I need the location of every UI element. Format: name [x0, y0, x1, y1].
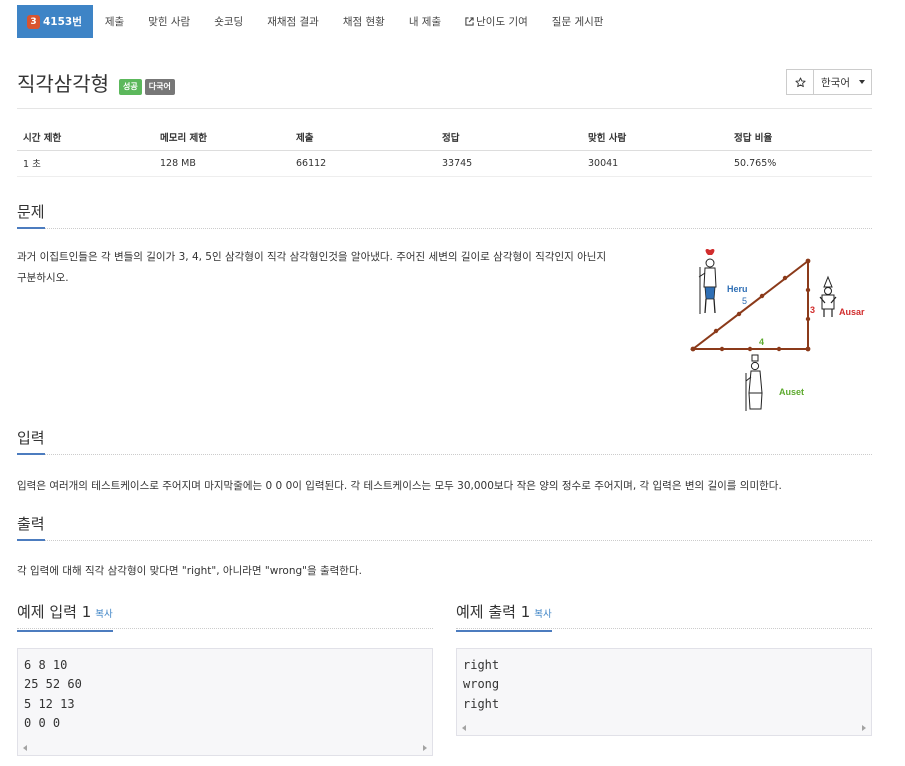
scroll-left-icon[interactable]	[23, 745, 27, 751]
nav-rejudge-results[interactable]: 재채점 결과	[267, 16, 319, 28]
sample-output-scrollbar[interactable]	[457, 721, 871, 735]
ausar-label: Ausar	[839, 307, 865, 317]
nav-short-coding[interactable]: 숏코딩	[214, 16, 244, 28]
output-section-headline: 출력	[17, 514, 872, 541]
sample-input-line: 6 8 10	[24, 658, 68, 672]
ausar-figure	[819, 275, 837, 317]
sample-output-content: right wrong right	[457, 649, 871, 721]
problem-heading: 문제	[17, 202, 45, 229]
header-accept-ratio: 정답 비율	[728, 124, 872, 151]
input-heading: 입력	[17, 428, 45, 455]
copy-input-button[interactable]: 복사	[95, 609, 113, 620]
title-divider	[17, 108, 872, 109]
nav-question-board[interactable]: 질문 게시판	[551, 16, 604, 28]
scroll-right-icon[interactable]	[862, 725, 866, 731]
heru-figure	[698, 248, 717, 314]
value-memory-limit: 128 MB	[154, 150, 290, 177]
star-icon	[794, 76, 806, 87]
sample-input-line: 0 0 0	[24, 715, 61, 730]
info-header-row: 시간 제한 메모리 제한 제출 정답 맞힌 사람 정답 비율	[17, 124, 872, 151]
problem-text-line: 과거 이집트인들은 각 변들의 길이가 3, 4, 5인 삼각형이 직각 삼각형…	[17, 251, 607, 263]
language-dropdown[interactable]: 한국어	[814, 69, 872, 95]
nav-difficulty-contribute[interactable]: 난이도 기여	[453, 5, 540, 38]
problem-info-table: 시간 제한 메모리 제한 제출 정답 맞힌 사람 정답 비율 1 초 128 M…	[17, 124, 872, 177]
success-label: 성공	[119, 79, 142, 95]
scroll-left-icon[interactable]	[462, 725, 466, 731]
copy-output-button[interactable]: 복사	[534, 609, 552, 620]
sample-input-content: 6 8 10 25 52 60 5 12 13 0 0 0	[18, 649, 432, 740]
header-memory-limit: 메모리 제한	[154, 124, 290, 151]
side-5-label: 5	[742, 296, 747, 306]
problem-section-headline: 문제	[17, 202, 872, 229]
sample-output-line: wrong	[463, 677, 500, 692]
nav-solved-users[interactable]: 맞힌 사람	[148, 16, 191, 28]
sample-output-line: right	[463, 658, 500, 672]
sample-input-line: 25 52 60	[24, 677, 82, 692]
info-value-row: 1 초 128 MB 66112 33745 30041 50.765%	[17, 150, 872, 177]
problem-description: 과거 이집트인들은 각 변들의 길이가 3, 4, 5인 삼각형이 직각 삼각형…	[17, 247, 687, 289]
tier-badge-icon: 3	[27, 14, 40, 29]
side-4-label: 4	[759, 337, 764, 347]
sample-input-line: 5 12 13	[24, 696, 75, 711]
problem-menu: 3 4153번 제출 맞힌 사람 숏코딩 재채점 결과 채점 현황 내 제출 난…	[17, 5, 615, 38]
heru-label: Heru	[727, 284, 748, 294]
sample-output-line: right	[463, 696, 500, 711]
side-3-label: 3	[810, 305, 815, 315]
nav-my-submissions[interactable]: 내 제출	[408, 16, 442, 28]
problem-labels: 성공 다국어	[119, 79, 175, 95]
egyptian-triangle-illustration: Heru 5 3 Ausar 4 Auset	[690, 248, 865, 411]
language-label: 한국어	[821, 76, 850, 89]
header-submissions: 제출	[290, 124, 436, 151]
nav-submit[interactable]: 제출	[104, 16, 125, 28]
favorite-button[interactable]	[786, 69, 814, 95]
value-accepted: 33745	[436, 150, 582, 177]
nav-judge-status[interactable]: 채점 현황	[342, 16, 385, 28]
scroll-right-icon[interactable]	[423, 745, 427, 751]
header-time-limit: 시간 제한	[17, 124, 154, 151]
nav-difficulty-contribute-label: 난이도 기여	[476, 16, 528, 28]
value-time-limit: 1 초	[17, 150, 154, 177]
nav-problem-number[interactable]: 3 4153번	[17, 5, 93, 38]
auset-figure	[745, 354, 763, 411]
value-submissions: 66112	[290, 150, 436, 177]
value-solved-users: 30041	[582, 150, 728, 177]
problem-text-line: 구분하시오.	[17, 272, 69, 284]
auset-label: Auset	[779, 387, 804, 397]
sample-output-heading: 예제 출력 1	[456, 603, 531, 621]
output-description: 각 입력에 대해 직각 삼각형이 맞다면 "right", 아니라면 "wron…	[17, 565, 362, 577]
output-heading: 출력	[17, 514, 45, 541]
sample-input-heading: 예제 입력 1	[17, 603, 92, 621]
header-accepted: 정답	[436, 124, 582, 151]
input-description: 입력은 여러개의 테스트케이스로 주어지며 마지막줄에는 0 0 0이 입력된다…	[17, 480, 782, 492]
title-controls: 한국어	[786, 69, 872, 95]
caret-down-icon	[858, 80, 865, 84]
external-link-icon	[465, 17, 474, 26]
problem-title-row: 직각삼각형 성공 다국어 한국어	[17, 68, 872, 102]
rope-knots	[690, 258, 811, 352]
sample-output-box[interactable]: right wrong right	[456, 648, 872, 736]
value-accept-ratio: 50.765%	[728, 150, 872, 177]
nav-problem-number-label: 4153번	[43, 16, 82, 28]
header-solved-users: 맞힌 사람	[582, 124, 728, 151]
multilingual-label: 다국어	[144, 79, 175, 95]
input-section-headline: 입력	[17, 428, 872, 455]
sample-input-scrollbar[interactable]	[18, 741, 432, 755]
sample-input-box[interactable]: 6 8 10 25 52 60 5 12 13 0 0 0	[17, 648, 433, 756]
page-title: 직각삼각형	[17, 72, 109, 96]
